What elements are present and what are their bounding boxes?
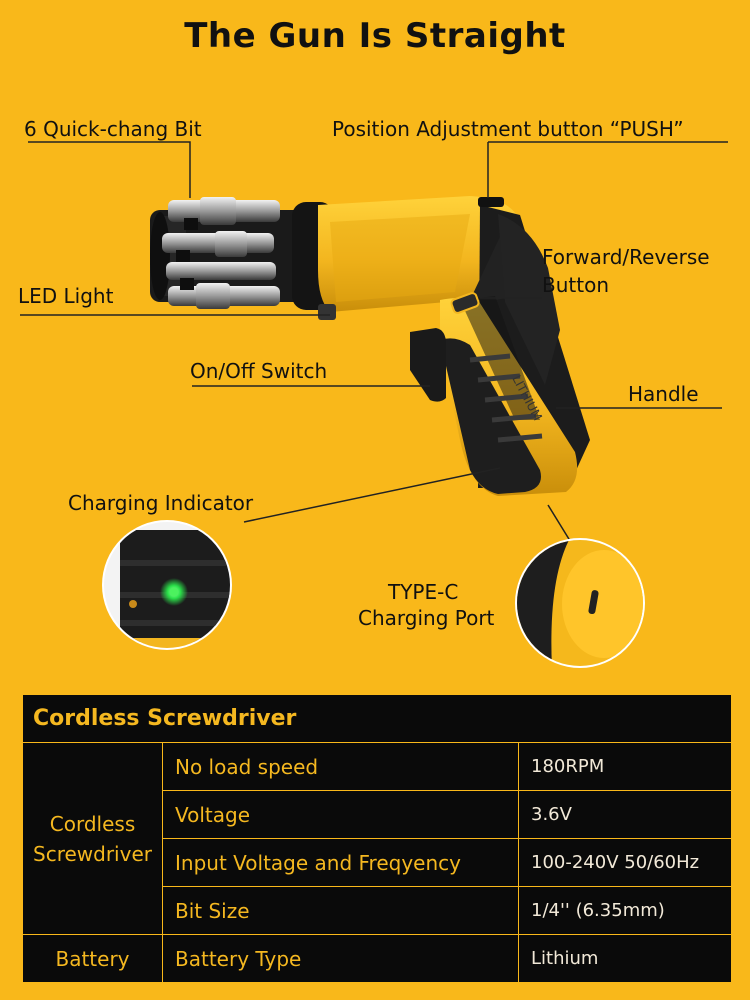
handle-grip xyxy=(440,338,543,494)
label-type-c-2: Charging Port xyxy=(358,606,495,630)
table-row: Voltage 3.6V xyxy=(23,790,732,839)
label-forward-reverse-2: Button xyxy=(542,273,609,297)
spec-value: 1/4'' (6.35mm) xyxy=(518,886,732,935)
spec-property: Battery Type xyxy=(162,934,519,983)
label-type-c-1: TYPE-C xyxy=(388,580,459,604)
spec-table-title: Cordless Screwdriver xyxy=(22,694,732,743)
spec-group-screwdriver: Cordless Screwdriver xyxy=(22,742,163,935)
spec-value: Lithium xyxy=(518,934,732,983)
callout-lines xyxy=(20,141,728,545)
quick-change-bits xyxy=(162,197,280,309)
table-row: Cordless Screwdriver No load speed 180RP… xyxy=(22,742,732,935)
position-push-button xyxy=(478,197,504,207)
spec-value: 100-240V 50/60Hz xyxy=(518,838,732,887)
label-quick-bit: 6 Quick-chang Bit xyxy=(24,117,202,141)
line-position-button xyxy=(487,141,728,198)
spec-table: Cordless Screwdriver Cordless Screwdrive… xyxy=(22,694,732,983)
spec-group-line1: Cordless xyxy=(49,811,136,836)
forward-reverse-button xyxy=(450,292,480,314)
label-charging-indicator: Charging Indicator xyxy=(68,491,254,515)
on-off-trigger xyxy=(410,328,446,402)
led-light xyxy=(318,304,336,320)
spec-group-battery: Battery xyxy=(22,934,163,983)
spec-property: Voltage xyxy=(162,790,519,839)
label-on-off-switch: On/Off Switch xyxy=(190,359,328,383)
line-type-c xyxy=(547,504,573,545)
page-title: The Gun Is Straight xyxy=(184,16,566,56)
table-row: Input Voltage and Freqyency 100-240V 50/… xyxy=(23,838,732,887)
spec-table-header-row: Cordless Screwdriver xyxy=(22,694,732,743)
spec-property: No load speed xyxy=(162,742,519,791)
spec-value: 180RPM xyxy=(518,742,732,791)
label-handle: Handle xyxy=(628,382,699,406)
label-position-button: Position Adjustment button “PUSH” xyxy=(332,117,684,141)
line-charging-indicator xyxy=(243,467,501,523)
charging-indicator-inset xyxy=(102,520,232,650)
spec-property: Input Voltage and Freqyency xyxy=(162,838,519,887)
label-led-light: LED Light xyxy=(18,284,114,308)
spec-value: 3.6V xyxy=(518,790,732,839)
table-row: Battery Battery Type Lithium xyxy=(22,934,732,983)
spec-group-line2: Screwdriver xyxy=(33,841,152,866)
spec-property: Bit Size xyxy=(162,886,519,935)
type-c-port-inset xyxy=(515,538,645,668)
product-diagram: LITHIUM xyxy=(20,141,728,668)
table-row: Bit Size 1/4'' (6.35mm) xyxy=(23,886,732,935)
label-forward-reverse-1: Forward/Reverse xyxy=(542,245,710,269)
line-quick-bit xyxy=(28,141,191,198)
